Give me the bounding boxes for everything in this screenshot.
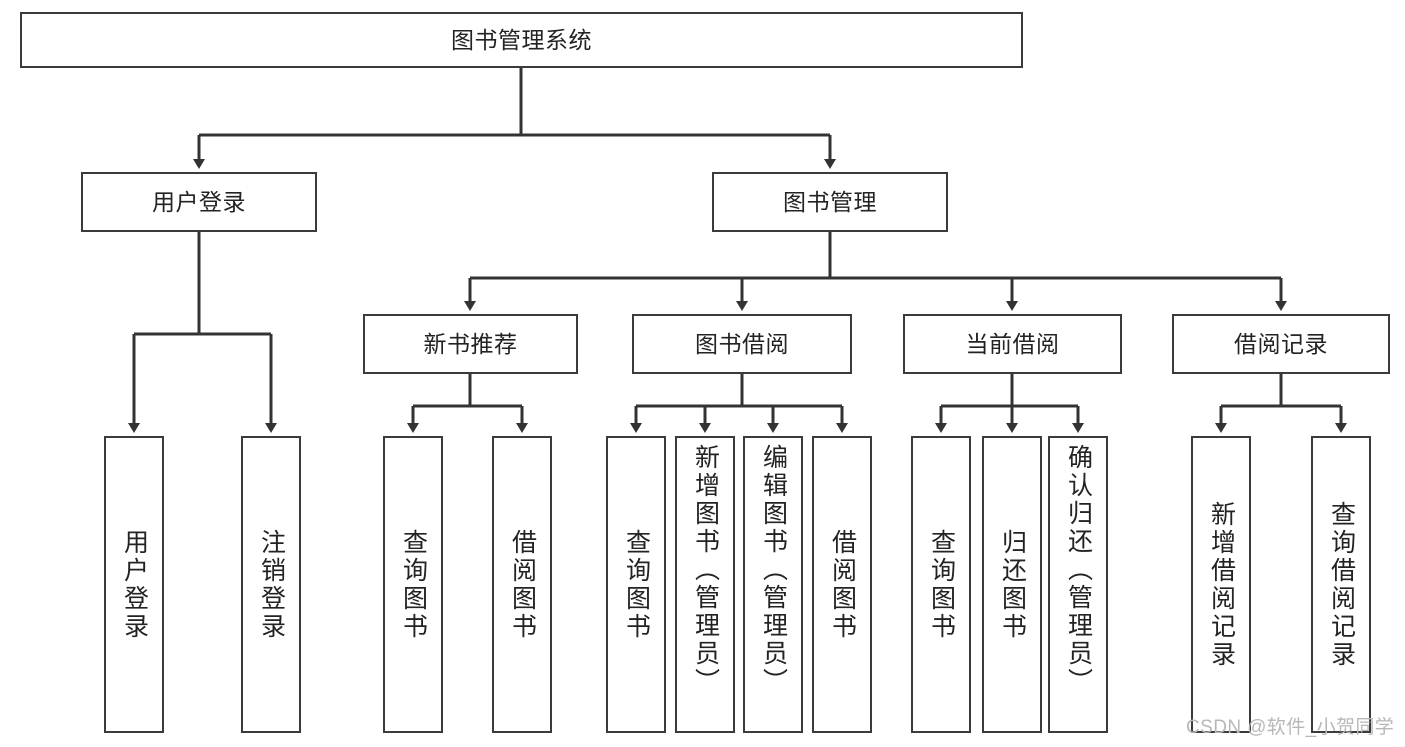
leaf-add-book-admin[interactable]: 新增图书（管理员）	[675, 436, 735, 733]
leaf-borrow-book[interactable]: 借阅图书	[812, 436, 872, 733]
leaf-query-book-borrow[interactable]: 查询图书	[606, 436, 666, 733]
leaf-query-borrow-record[interactable]: 查询借阅记录	[1311, 436, 1371, 733]
node-book-borrow[interactable]: 图书借阅	[632, 314, 852, 374]
node-label: 查询借阅记录	[1327, 500, 1356, 669]
leaf-confirm-return-admin[interactable]: 确认归还（管理员）	[1048, 436, 1108, 733]
node-label: 借阅记录	[1234, 330, 1328, 357]
node-label: 查询图书	[399, 528, 428, 641]
leaf-edit-book-admin[interactable]: 编辑图书（管理员）	[743, 436, 803, 733]
node-label: 当前借阅	[965, 330, 1060, 357]
node-book-management[interactable]: 图书管理	[712, 172, 948, 232]
node-borrow-record[interactable]: 借阅记录	[1172, 314, 1390, 374]
node-label: 新增图书（管理员）	[691, 444, 720, 696]
leaf-query-book-current[interactable]: 查询图书	[911, 436, 971, 733]
node-label: 查询图书	[927, 528, 956, 641]
leaf-borrow-book-recommend[interactable]: 借阅图书	[492, 436, 552, 733]
node-label: 注销登录	[257, 528, 286, 641]
node-label: 用户登录	[120, 528, 149, 641]
node-label: 图书借阅	[695, 330, 789, 357]
node-current-borrow[interactable]: 当前借阅	[903, 314, 1122, 374]
node-label: 借阅图书	[508, 528, 537, 641]
node-label: 新书推荐	[423, 330, 518, 357]
node-label: 用户登录	[152, 188, 246, 215]
node-label: 借阅图书	[828, 528, 857, 641]
leaf-add-borrow-record[interactable]: 新增借阅记录	[1191, 436, 1251, 733]
leaf-query-book-recommend[interactable]: 查询图书	[383, 436, 443, 733]
leaf-return-book[interactable]: 归还图书	[982, 436, 1042, 733]
node-label: 编辑图书（管理员）	[759, 444, 788, 696]
leaf-user-login[interactable]: 用户登录	[104, 436, 164, 733]
node-label: 图书管理	[783, 188, 877, 215]
node-label: 新增借阅记录	[1207, 500, 1236, 669]
node-label: 图书管理系统	[451, 26, 592, 53]
node-new-book-recommend[interactable]: 新书推荐	[363, 314, 578, 374]
node-label: 归还图书	[998, 528, 1027, 641]
watermark-text: CSDN @软件_小贺同学	[1186, 717, 1395, 738]
node-root-system[interactable]: 图书管理系统	[20, 12, 1023, 68]
node-label: 查询图书	[622, 528, 651, 641]
node-label: 确认归还（管理员）	[1064, 444, 1093, 696]
node-user-login[interactable]: 用户登录	[81, 172, 317, 232]
leaf-user-logout[interactable]: 注销登录	[241, 436, 301, 733]
